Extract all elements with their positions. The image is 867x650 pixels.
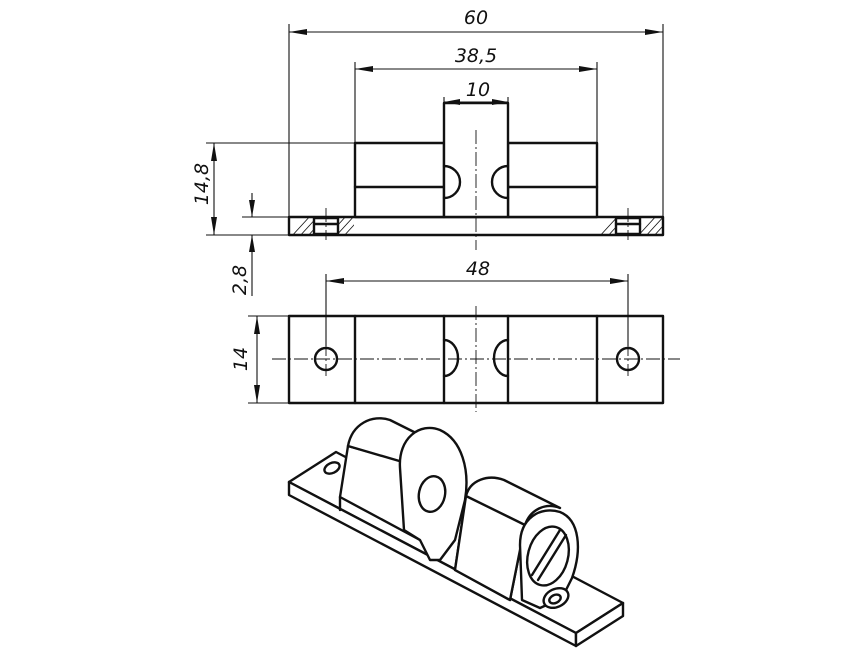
iso-roller-left [338, 417, 468, 562]
isometric-view [287, 417, 625, 648]
label-overall-length: 60 [464, 7, 488, 29]
label-roller-span: 38,5 [455, 45, 497, 67]
iso-hole-left [417, 474, 447, 514]
dim-overall-length: 60 [288, 7, 664, 217]
label-hole-spacing: 48 [466, 258, 490, 280]
front-view: 60 38,5 10 14,8 [191, 7, 665, 296]
dim-base-thickness: 2,8 [229, 193, 289, 296]
dim-hole-spacing: 48 [325, 258, 629, 346]
iso-roller-right [453, 476, 580, 610]
iso-base-end [574, 601, 625, 648]
dim-total-height: 14,8 [191, 142, 355, 236]
dim-width: 14 [230, 315, 289, 404]
dim-center-gap: 10 [443, 79, 509, 105]
roller-left [353, 141, 446, 219]
dim-roller-span: 38,5 [354, 45, 598, 143]
iso-screw-head [525, 525, 571, 587]
label-base-thickness: 2,8 [229, 265, 251, 295]
top-view: 48 14 [230, 258, 680, 412]
label-center-gap: 10 [466, 79, 490, 101]
label-width: 14 [230, 347, 252, 371]
label-total-height: 14,8 [191, 163, 213, 205]
roller-right [506, 141, 599, 219]
